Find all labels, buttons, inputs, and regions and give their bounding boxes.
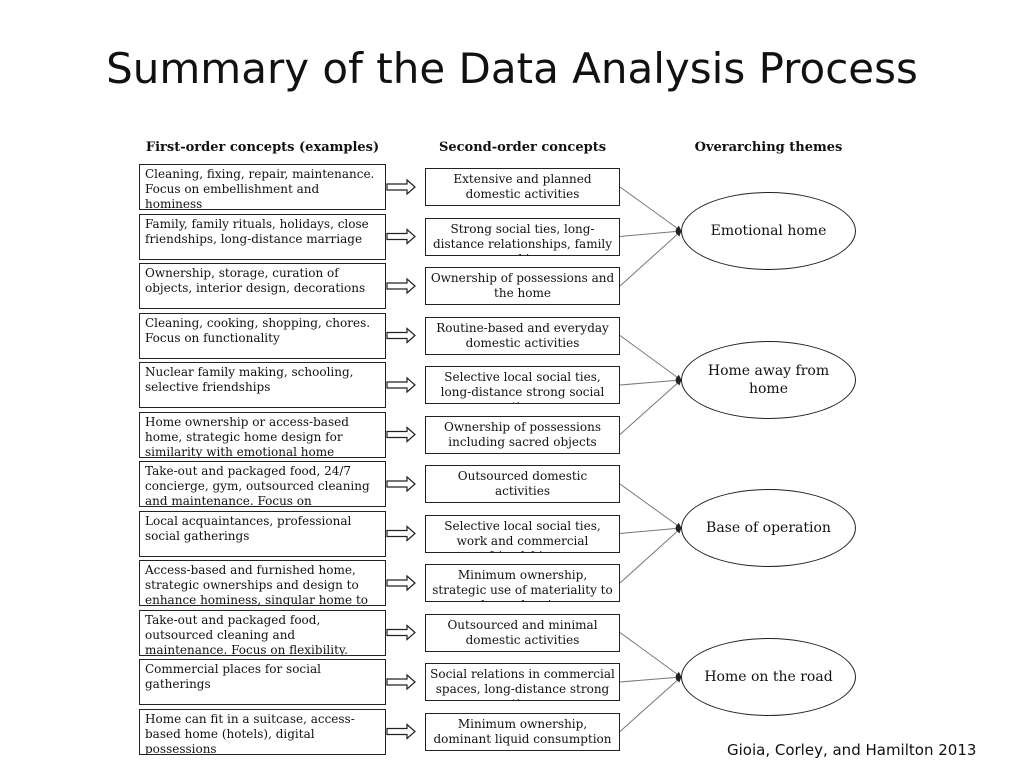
first-order-concept-9: Access-based and furnished home, strateg… bbox=[139, 560, 386, 606]
second-order-concept-2: Strong social ties, long-distance relati… bbox=[425, 217, 620, 256]
first-order-concept-7: Take-out and packaged food, 24/7 concier… bbox=[139, 461, 386, 507]
second-order-concept-5: Selective local social ties, long-distan… bbox=[425, 366, 620, 404]
second-order-concept-10: Outsourced and minimal domestic activiti… bbox=[425, 613, 620, 652]
arrow-11 bbox=[386, 673, 416, 691]
header-first-order: First-order concepts (examples) bbox=[145, 140, 380, 155]
connector-line-10 bbox=[619, 632, 682, 678]
citation: Gioia, Corley, and Hamilton 2013 bbox=[727, 741, 977, 759]
theme-home-on-the-road: Home on the road bbox=[681, 638, 856, 716]
header-themes: Overarching themes bbox=[694, 140, 843, 155]
connector-line-12 bbox=[619, 676, 682, 732]
first-order-concept-1: Cleaning, fixing, repair, maintenance. F… bbox=[139, 164, 386, 210]
arrow-3 bbox=[386, 277, 416, 295]
first-order-concept-4: Cleaning, cooking, shopping, chores. Foc… bbox=[139, 312, 386, 359]
first-order-concept-12: Home can fit in a suitcase, access-based… bbox=[139, 708, 386, 755]
arrow-2 bbox=[386, 228, 416, 245]
first-order-concept-11: Commercial places for social gatherings bbox=[139, 659, 386, 705]
arrow-6 bbox=[386, 426, 416, 443]
page-title: Summary of the Data Analysis Process bbox=[106, 44, 918, 93]
second-order-concept-7: Outsourced domestic activities bbox=[425, 465, 620, 503]
first-order-concept-10: Take-out and packaged food, outsourced c… bbox=[139, 609, 386, 656]
arrow-9 bbox=[386, 574, 416, 592]
arrow-7 bbox=[386, 475, 416, 493]
second-order-concept-11: Social relations in commercial spaces, l… bbox=[425, 663, 620, 701]
connector-line-9 bbox=[619, 527, 682, 584]
connector-line-3 bbox=[619, 230, 682, 287]
arrow-8 bbox=[386, 525, 416, 542]
theme-home-away-from-home: Home away from home bbox=[681, 341, 856, 419]
arrow-10 bbox=[386, 624, 416, 641]
theme-base-of-operation: Base of operation bbox=[681, 489, 856, 567]
first-order-concept-8: Local acquaintances, professional social… bbox=[139, 510, 386, 557]
first-order-concept-5: Nuclear family making, schooling, select… bbox=[139, 362, 386, 408]
connector-line-7 bbox=[619, 483, 682, 529]
second-order-concept-12: Minimum ownership, dominant liquid consu… bbox=[425, 712, 620, 751]
connector-line-5 bbox=[619, 377, 682, 386]
arrow-1 bbox=[386, 178, 416, 196]
connector-line-2 bbox=[619, 228, 682, 237]
connector-line-1 bbox=[619, 186, 682, 232]
second-order-concept-4: Routine-based and everyday domestic acti… bbox=[425, 316, 620, 355]
second-order-concept-6: Ownership of possessions including sacre… bbox=[425, 415, 620, 454]
second-order-concept-9: Minimum ownership, strategic use of mate… bbox=[425, 564, 620, 602]
second-order-concept-3: Ownership of possessions and the home bbox=[425, 267, 620, 305]
connector-line-6 bbox=[619, 379, 682, 435]
theme-emotional-home: Emotional home bbox=[681, 192, 856, 270]
first-order-concept-2: Family, family rituals, holidays, close … bbox=[139, 213, 386, 260]
connector-line-4 bbox=[619, 335, 682, 381]
header-second-order: Second-order concepts bbox=[438, 140, 607, 155]
second-order-concept-8: Selective local social ties, work and co… bbox=[425, 514, 620, 553]
second-order-concept-1: Extensive and planned domestic activitie… bbox=[425, 168, 620, 206]
connector-line-8 bbox=[619, 525, 682, 534]
connector-line-11 bbox=[619, 674, 682, 683]
arrow-5 bbox=[386, 376, 416, 394]
first-order-concept-6: Home ownership or access-based home, str… bbox=[139, 411, 386, 458]
arrow-12 bbox=[386, 723, 416, 740]
first-order-concept-3: Ownership, storage, curation of objects,… bbox=[139, 263, 386, 309]
arrow-4 bbox=[386, 327, 416, 344]
